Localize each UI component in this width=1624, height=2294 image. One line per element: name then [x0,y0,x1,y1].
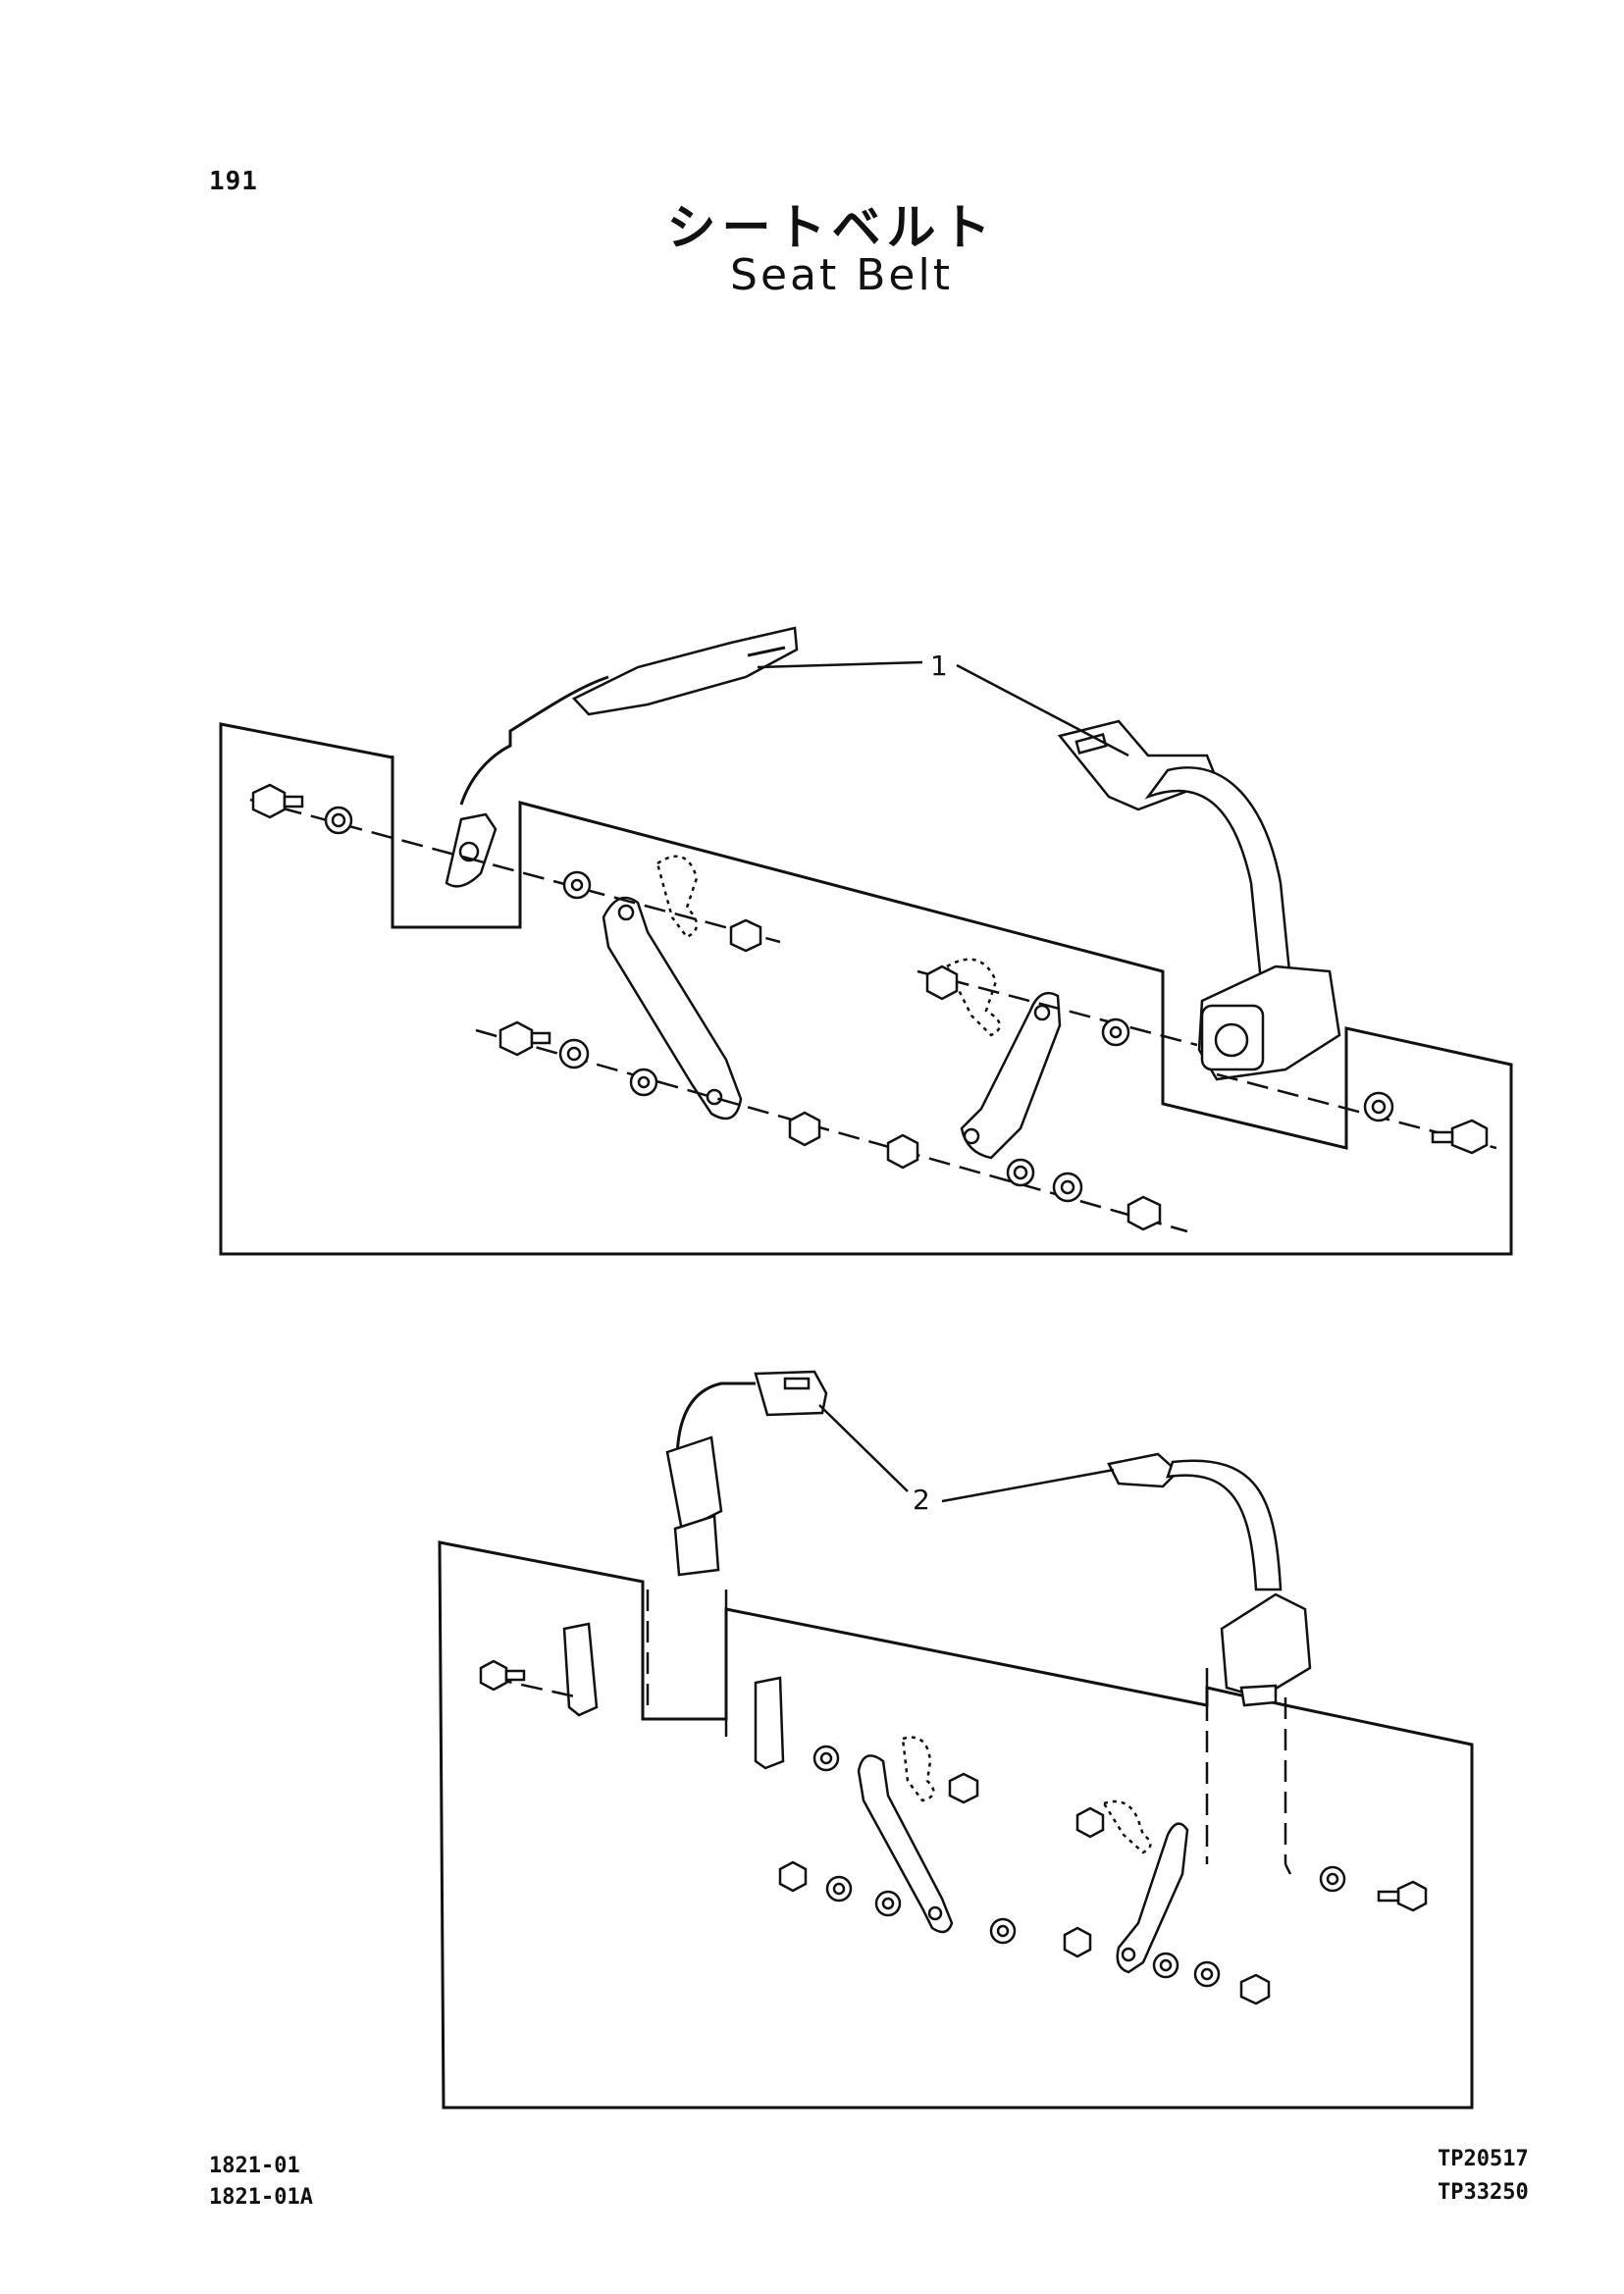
upper-right-belt-strap [1144,766,1292,983]
lower-mounting-plate [438,1540,1474,2110]
lower-assembly: 2 [438,1370,1474,2110]
upper-axis-line-c [917,969,1198,1047]
lower-left-ghost-bracket [901,1736,935,1802]
upper-left-bracket-hole-top [617,904,635,921]
lower-right-retractor-mount [1239,1684,1278,1707]
page-title-english: Seat Belt [730,250,953,300]
lower-right-bracket [1116,1822,1189,1974]
upper-left-belt-strap [459,675,609,806]
upper-right-ghost-bracket [945,958,1001,1037]
upper-left-belt-cover [571,626,799,716]
callout-2-leader [818,1404,1115,1503]
lower-left-bracket-hole [927,1905,943,1921]
lower-right-buckle-tongue [1107,1452,1179,1488]
upper-assembly: 1 [219,626,1513,1256]
upper-left-bracket [602,896,743,1121]
upper-left-belt-slot [747,646,786,657]
lower-left-plate-bracket-b [754,1676,785,1770]
lower-left-belt-strap [675,1382,756,1463]
upper-right-retractor-hub [1214,1022,1249,1058]
lower-right-ghost-bracket [1102,1799,1152,1854]
upper-right-buckle-tongue [1057,719,1219,811]
footer-right-code-2: TP33250 [1438,2180,1529,2205]
lower-right-bracket-hole [1121,1947,1136,1962]
callout-1-leader [757,660,1129,757]
lower-left-belt-tongue-slot [783,1377,811,1390]
footer-right-code-1: TP20517 [1438,2147,1529,2171]
lower-right-retractor [1220,1592,1312,1699]
callout-1-label: 1 [930,650,948,682]
upper-right-bracket-hole-bottom [963,1127,980,1145]
lower-axis-line-f [1283,1863,1292,1875]
lower-left-bracket [857,1754,954,1934]
upper-right-bracket-hole-top [1033,1004,1051,1021]
upper-left-bracket-hole-bottom [706,1088,723,1106]
upper-axis-line-a [249,798,781,944]
lower-hardware [479,1659,1428,2006]
page-title-japanese: シートベルト [666,199,997,256]
footer-left-code-1: 1821-01 [209,2154,300,2178]
footer-left-code-2: 1821-01A [209,2185,313,2210]
page-number: 191 [209,167,258,196]
upper-left-ghost-bracket [655,855,699,939]
lower-left-belt-anchor [673,1514,720,1577]
lower-left-belt-cover [665,1435,723,1533]
lower-right-belt-strap [1166,1459,1283,1591]
upper-hardware [251,783,1489,1231]
callout-2-label: 2 [913,1484,930,1516]
